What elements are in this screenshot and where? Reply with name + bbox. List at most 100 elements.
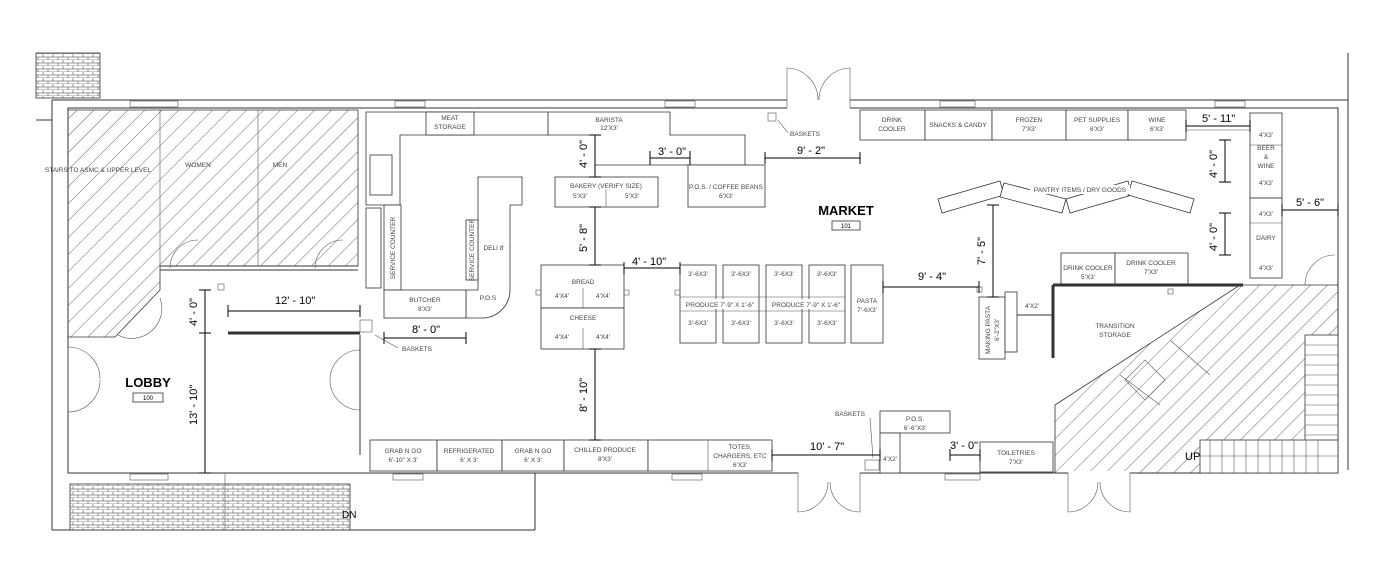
frozen-label: FROZEN	[1016, 117, 1043, 124]
beer-wine-case	[1249, 112, 1283, 199]
right-wall-cases: 4'X3' BEER & WINE 4'X3' 4'X3' DAIRY 4'X3…	[1249, 112, 1283, 279]
drink-cooler-1-label: DRINK COOLER	[1063, 265, 1113, 272]
beer-wine-size-1: 4'X3'	[1259, 132, 1273, 139]
meat-storage	[425, 111, 475, 136]
pantry-shelf-4	[1127, 180, 1195, 214]
drink-cooler-2-size: 7'X3'	[1144, 269, 1158, 276]
making-pasta-size: 6'-2"X3'	[994, 319, 1001, 341]
toiletries-size: 7'X3'	[1009, 459, 1023, 466]
pos-bottom-size: 6'-6"X3'	[904, 425, 926, 432]
pet-supplies-label: PET SUPPLIES	[1074, 117, 1121, 124]
transition-label-2: STORAGE	[1099, 332, 1131, 339]
pos-butcher-label: P.O.S	[480, 295, 497, 302]
toiletries	[979, 441, 1054, 473]
door-swing-women[interactable]	[169, 239, 199, 269]
produce-cell: 3'-6X3'	[817, 271, 837, 278]
dim-8-0: 8' - 0"	[412, 324, 440, 336]
frozen-size: 7'X3'	[1022, 126, 1036, 133]
door-lobby-west[interactable]	[67, 346, 101, 413]
door-swing-men[interactable]	[314, 239, 344, 269]
chilled-produce-size: 8'X3'	[598, 456, 612, 463]
bread-label: BREAD	[572, 279, 595, 286]
grab-n-go-1-label: GRAB N GO	[385, 448, 422, 455]
brick-area-top-left	[35, 52, 101, 99]
making-pasta-side	[1004, 291, 1018, 353]
door-swing-dairy[interactable]	[1304, 254, 1336, 286]
barista-size: 12'X3'	[600, 125, 618, 132]
totes-label: TOTES,	[728, 444, 752, 451]
dimensions: 3' - 0" 9' - 2" 4' - 0" 5' - 8" 4' - 10"…	[188, 113, 1339, 474]
cheese-label: CHEESE	[570, 315, 597, 322]
lobby-number: 100	[143, 396, 154, 402]
bread-size-1: 4'X4'	[555, 293, 569, 300]
stair-side	[1304, 334, 1339, 446]
produce-cell: 3'-6X3'	[774, 320, 794, 327]
refrigerated	[436, 439, 503, 472]
drink-cooler-2-label: DRINK COOLER	[1126, 260, 1176, 267]
dim-9-2: 9' - 2"	[797, 145, 825, 157]
totes-size: 6'X3'	[733, 462, 747, 469]
pos-coffee	[687, 164, 766, 208]
door-bottom-market-right[interactable]	[829, 473, 861, 513]
dairy-size-1: 4'X3'	[1259, 211, 1273, 218]
small-4x2-label: 4'X2'	[883, 456, 897, 463]
cheese-size-2: 4'X4'	[596, 334, 610, 341]
service-counter-2	[465, 219, 479, 281]
door-top-left-leaf[interactable]	[786, 67, 819, 108]
chilled-produce-label: CHILLED PRODUCE	[574, 447, 636, 454]
baskets-top-label: BASKETS	[790, 131, 821, 138]
pantry-shelf-1	[937, 180, 1005, 214]
pantry-label: PANTRY ITEMS / DRY GOODS	[1034, 187, 1127, 194]
meat-storage-size: STORAGE	[434, 124, 466, 131]
door-bottom-right-left[interactable]	[1067, 473, 1099, 513]
door-swing-storage[interactable]	[1124, 359, 1166, 401]
cheese-table	[540, 307, 625, 350]
dn-label: DN	[342, 510, 356, 521]
door-swing-stairs[interactable]	[117, 297, 163, 339]
drink-cooler-top-label: DRINK	[882, 117, 903, 124]
deli-label: DELI 8'	[483, 245, 504, 252]
dim-12-10: 12' - 10"	[275, 295, 315, 307]
dim-10-7: 10' - 7"	[810, 441, 844, 453]
snacks-candy	[924, 109, 993, 141]
dim-13-10: 13' - 10"	[188, 385, 200, 425]
bottom-shelving: GRAB N GO 6'-10" X 3' REFRIGERATED 6' X …	[342, 410, 1054, 521]
small-4x2	[879, 432, 901, 474]
frozen	[991, 109, 1067, 141]
bakery-size-2: 5'X3'	[625, 193, 639, 200]
meat-storage-label: MEAT	[441, 115, 459, 122]
bakery-size-1: 5'X3'	[573, 193, 587, 200]
beer-label: BEER	[1257, 145, 1275, 152]
hatched-restrooms	[67, 109, 359, 338]
restroom-block: STAIRS TO ASMC & UPPER LEVEL WOMEN MEN	[45, 109, 359, 339]
produce-cell: 3'-6X3'	[731, 271, 751, 278]
toiletries-label: TOILETRIES	[997, 450, 1035, 457]
dairy-size-2: 4'X3'	[1259, 265, 1273, 272]
pasta-label: PASTA	[857, 298, 878, 305]
dim-4-0-lobby: 4' - 0"	[188, 298, 200, 326]
women-label: WOMEN	[185, 162, 211, 169]
produce-cell: 3'-6X3'	[774, 271, 794, 278]
drink-cooler-1	[1060, 252, 1116, 286]
deli-block: MEAT STORAGE BARISTA 12'X3' BASKETS BAKE…	[365, 111, 821, 353]
wine-size: 6'X3'	[1150, 126, 1164, 133]
drink-cooler-top	[859, 109, 926, 141]
stair-bottom	[1199, 439, 1339, 474]
pos-bottom-label: P.O.S.	[906, 416, 925, 423]
lobby-name: LOBBY	[125, 375, 171, 390]
lobby-tag	[132, 392, 164, 403]
building-walls	[35, 52, 1349, 531]
butcher-label: BUTCHER	[409, 297, 441, 304]
door-lobby-market[interactable]	[329, 349, 361, 411]
grab-n-go-2	[501, 439, 565, 472]
up-label: UP	[1185, 451, 1200, 463]
amp-label: &	[1264, 154, 1269, 161]
dairy-case	[1249, 197, 1283, 279]
snacks-candy-label: SNACKS & CANDY	[929, 122, 987, 129]
grab-n-go-1	[369, 439, 438, 472]
door-top-right-leaf[interactable]	[818, 67, 851, 108]
pet-supplies-size: 6'X3'	[1090, 126, 1104, 133]
dim-9-4: 9' - 4"	[918, 271, 946, 283]
door-bottom-right-right[interactable]	[1099, 473, 1131, 513]
door-bottom-market-left[interactable]	[797, 473, 829, 513]
